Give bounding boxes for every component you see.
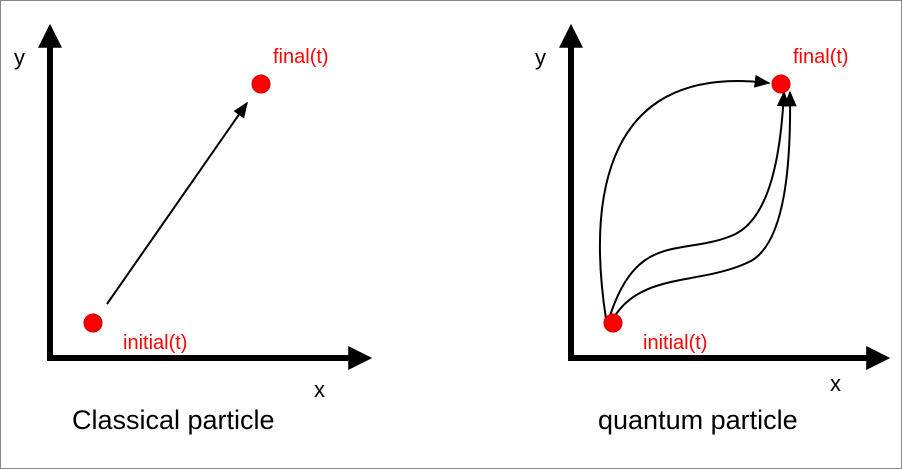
quantum-x-axis-label: x (830, 371, 841, 396)
classical-trajectory-arrow (106, 101, 248, 305)
quantum-initial-point (603, 313, 623, 333)
classical-initial-label: initial(t) (123, 332, 187, 354)
quantum-initial-label: initial(t) (643, 332, 707, 354)
classical-final-point (251, 74, 271, 94)
classical-panel: y x final(t) initial(t) Classical partic… (14, 23, 373, 435)
classical-initial-point (83, 313, 103, 333)
classical-x-axis-label: x (314, 377, 325, 402)
quantum-caption: quantum particle (598, 405, 798, 435)
quantum-path-middle (608, 90, 790, 320)
classical-caption: Classical particle (72, 405, 275, 435)
quantum-path-lower (612, 90, 797, 320)
quantum-final-label: final(t) (793, 46, 849, 68)
quantum-final-point (771, 74, 791, 94)
quantum-panel: y x final(t) initial(t) quantum particle (535, 23, 891, 435)
classical-y-axis-label: y (14, 45, 25, 70)
quantum-path-upper (599, 74, 771, 320)
classical-final-label: final(t) (273, 46, 329, 68)
quantum-y-axis-label: y (535, 45, 546, 70)
